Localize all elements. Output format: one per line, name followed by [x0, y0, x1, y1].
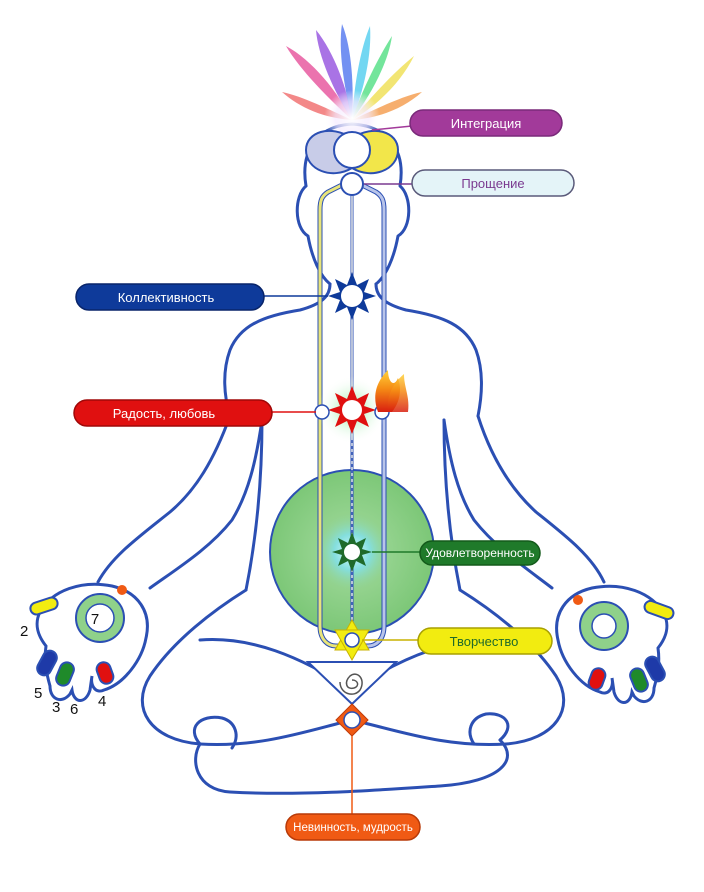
left-hand: 2 7 5 3 6 4 [20, 582, 149, 718]
finger-number-3: 3 [52, 699, 60, 716]
agnya-node [340, 172, 364, 196]
finger-number-7: 7 [91, 611, 99, 628]
connector-lines [262, 125, 420, 816]
finger-number-5: 5 [34, 685, 42, 702]
label-satisfaction-text: Удовлетворенность [425, 546, 534, 560]
left-palm-dot [117, 585, 127, 595]
sun-star-icon [328, 386, 376, 434]
diamond-icon [335, 703, 369, 737]
label-integration-text: Интеграция [451, 116, 522, 131]
finger-number-4: 4 [98, 693, 106, 710]
label-forgiveness: Прощение [411, 169, 575, 197]
flame-icon [375, 370, 409, 412]
label-satisfaction: Удовлетворенность [419, 540, 541, 566]
label-creativity: Творчество [417, 627, 553, 655]
star-of-david-icon [334, 618, 370, 662]
label-collectivity: Коллективность [75, 283, 265, 311]
label-forgiveness-text: Прощение [461, 176, 524, 191]
sacrum-triangle [305, 661, 399, 706]
sun-star-icon [332, 532, 372, 572]
label-collectivity-text: Коллективность [118, 290, 215, 305]
label-innocence-wisdom-text: Невинность, мудрость [293, 822, 413, 834]
finger-number-6: 6 [70, 701, 78, 718]
label-creativity-text: Творчество [450, 634, 519, 649]
crown-petals [304, 129, 400, 175]
label-joy-love-text: Радость, любовь [113, 406, 216, 421]
label-joy-love: Радость, любовь [73, 399, 273, 427]
label-innocence-wisdom: Невинность, мудрость [285, 813, 421, 841]
sun-star-icon [328, 272, 376, 320]
lotus-petals-icon [282, 24, 422, 146]
spiral-icon [339, 673, 363, 695]
label-integration: Интеграция [409, 109, 563, 137]
finger-number-2: 2 [20, 623, 28, 640]
right-hand [555, 584, 675, 704]
left-heart-node [314, 404, 330, 420]
right-palm-dot [573, 595, 583, 605]
